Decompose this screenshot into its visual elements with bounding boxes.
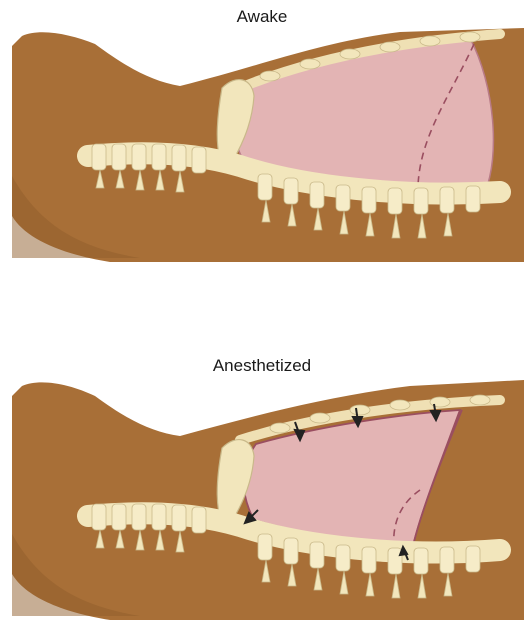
awake-illustration [0,26,524,266]
awake-panel-title: Awake [0,7,524,27]
anesthetized-illustration [0,374,524,624]
anesthetized-panel-title: Anesthetized [0,356,524,376]
